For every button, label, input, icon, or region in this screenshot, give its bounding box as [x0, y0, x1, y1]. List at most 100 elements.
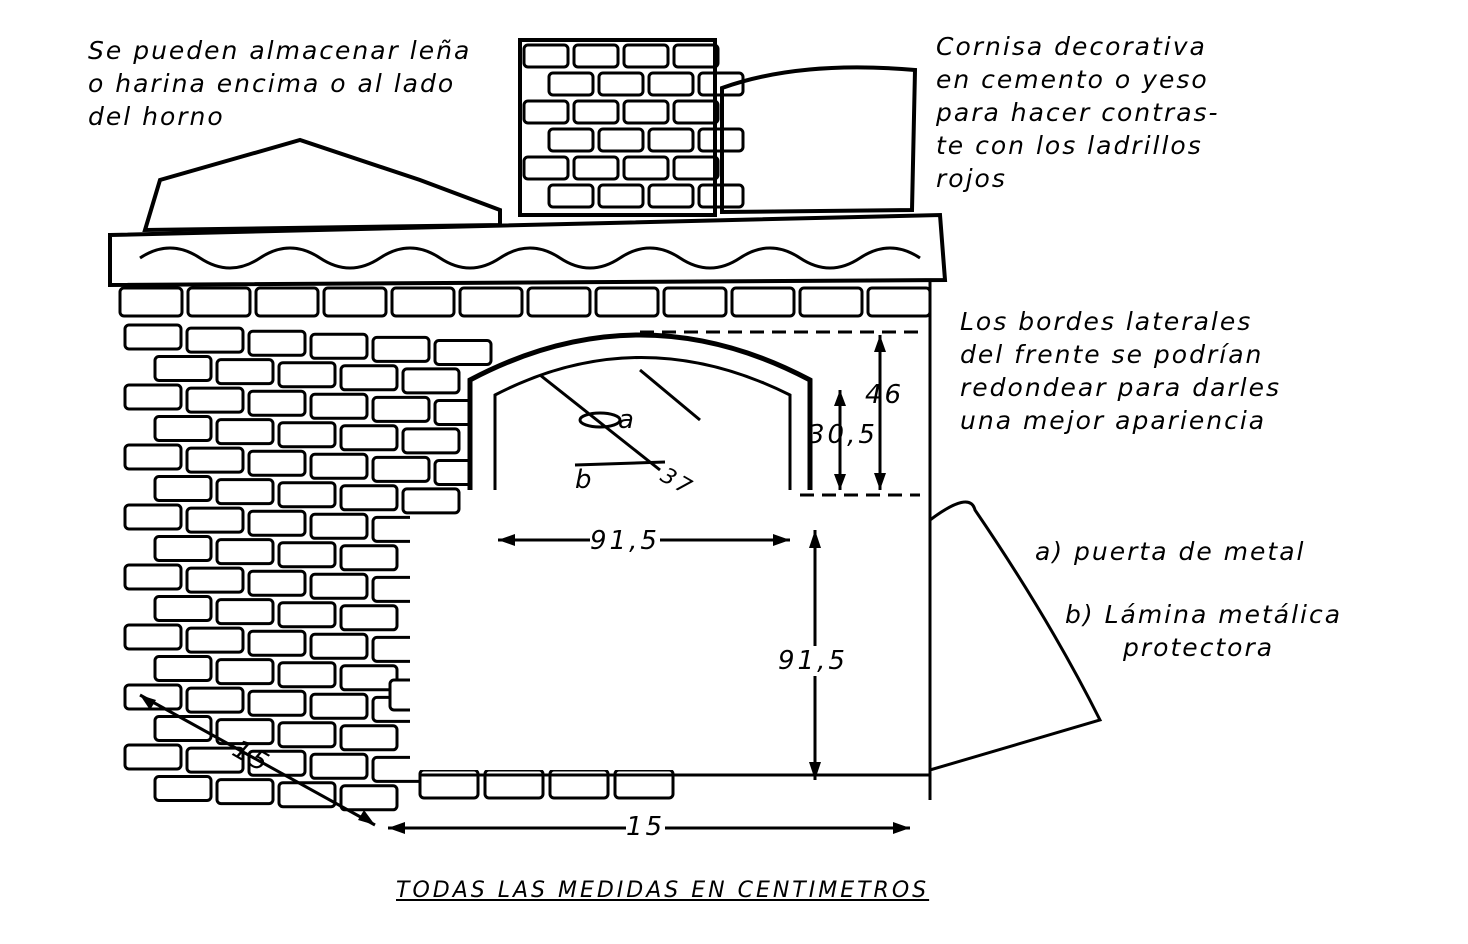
brick	[277, 661, 337, 689]
brick	[123, 443, 183, 471]
brick	[215, 538, 275, 566]
brick	[215, 598, 275, 626]
brick	[371, 335, 431, 363]
brick	[277, 361, 337, 389]
brick	[647, 183, 695, 209]
brick	[672, 99, 720, 125]
brick	[798, 286, 864, 318]
decorative-cylinder	[720, 65, 918, 215]
brick	[185, 746, 245, 774]
brick	[622, 155, 670, 181]
brick	[433, 339, 493, 366]
dim-base-height: 91,5	[778, 646, 848, 676]
brick	[401, 487, 461, 515]
brick	[153, 535, 213, 562]
brick	[547, 127, 595, 153]
dim-front-width: 15	[626, 812, 666, 842]
brick	[309, 392, 369, 420]
brick	[597, 127, 645, 153]
oven-arch	[467, 332, 813, 490]
brick	[185, 386, 245, 414]
brick	[594, 286, 660, 318]
brick	[401, 367, 461, 395]
brick	[153, 715, 213, 742]
brick	[309, 452, 369, 480]
brick	[118, 286, 184, 318]
brick	[390, 286, 456, 318]
brick	[647, 71, 695, 97]
brick	[662, 286, 728, 318]
brick	[153, 655, 213, 682]
brick	[572, 155, 620, 181]
brick	[339, 364, 399, 392]
brick	[572, 99, 620, 125]
brick	[526, 286, 592, 318]
brick	[572, 43, 620, 69]
brick	[622, 43, 670, 69]
brick	[309, 692, 369, 720]
brick	[185, 326, 245, 354]
brick	[123, 323, 183, 351]
brick	[277, 781, 337, 809]
brick	[672, 155, 720, 181]
brick	[185, 686, 245, 714]
brick	[247, 629, 307, 657]
brick	[247, 389, 307, 417]
brick	[123, 623, 183, 651]
brick	[309, 332, 369, 360]
brick	[339, 604, 399, 632]
brick	[185, 446, 245, 474]
side-support	[928, 500, 1103, 773]
brick	[309, 572, 369, 600]
dim-opening-height: 30,5	[808, 420, 878, 450]
brick	[547, 183, 595, 209]
brick	[339, 664, 399, 692]
brick	[247, 329, 307, 357]
brick	[277, 421, 337, 449]
brick	[215, 478, 275, 506]
brick	[153, 775, 213, 802]
brick	[215, 358, 275, 386]
brick	[322, 286, 388, 318]
brick	[522, 43, 570, 69]
brick	[277, 481, 337, 509]
brick	[309, 512, 369, 540]
brick	[547, 71, 595, 97]
brick	[123, 503, 183, 531]
brick	[277, 601, 337, 629]
brick	[371, 455, 431, 483]
dim-arch-height: 46	[865, 380, 905, 410]
metal-door-handle	[578, 411, 622, 429]
brick	[672, 43, 720, 69]
brick	[309, 752, 369, 780]
brick	[339, 544, 399, 572]
brick	[277, 541, 337, 569]
brick	[597, 71, 645, 97]
brick	[247, 749, 307, 777]
brick	[339, 784, 399, 812]
brick	[215, 778, 275, 806]
brick	[522, 155, 570, 181]
brick	[730, 286, 796, 318]
firewood-pile	[142, 137, 502, 233]
brick	[247, 569, 307, 597]
brick	[522, 99, 570, 125]
decorative-cornice	[108, 212, 948, 288]
brick	[647, 127, 695, 153]
brick	[185, 626, 245, 654]
brick	[309, 632, 369, 660]
brick	[458, 286, 524, 318]
brick	[153, 355, 213, 382]
brick	[597, 183, 645, 209]
brick	[339, 724, 399, 752]
brick	[247, 689, 307, 717]
brick	[186, 286, 252, 318]
brick	[123, 383, 183, 411]
brick	[277, 721, 337, 749]
brick	[339, 484, 399, 512]
brick	[185, 506, 245, 534]
